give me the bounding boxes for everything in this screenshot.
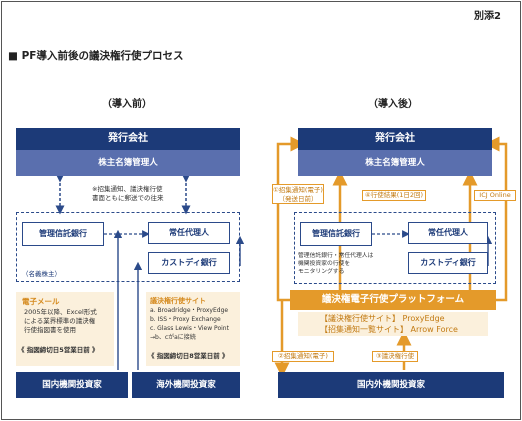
after-tag-result: ④行使結果(1日2回) xyxy=(362,190,426,201)
after-investor: 国内外機関投資家 xyxy=(278,372,504,398)
after-site-panel xyxy=(298,312,488,336)
before-site-line-1: a. Broadridge・ProxyEdge xyxy=(150,307,229,314)
before-custodian: カストディ銀行 xyxy=(148,252,230,274)
after-intermediary-group xyxy=(294,212,496,284)
before-site-line-2: b. ISS・Proxy Exchange xyxy=(150,316,221,323)
before-title: （導入前） xyxy=(102,99,152,110)
after-platform: 議決権電子行使プラットフォーム xyxy=(290,290,496,310)
before-site-panel xyxy=(146,292,240,366)
after-monitor-line-1: 管理信託銀行・常任代理人は xyxy=(298,253,374,259)
before-email-panel xyxy=(16,292,114,366)
after-site-line-1: 【議決権行使サイト】 ProxyEdge xyxy=(320,314,445,323)
before-registrar: 株主名簿管理人 xyxy=(16,150,240,176)
before-mail-note-2: 書面ともに郵送での往来 xyxy=(92,194,164,202)
before-trust-bank: 管理信託銀行 xyxy=(22,222,104,246)
before-site-title: 議決権行使サイト xyxy=(150,297,206,305)
after-orange-left-loop xyxy=(276,136,306,302)
before-issuer: 発行会社 xyxy=(16,128,240,150)
after-tag-notice-text: ①招集通知(電子) xyxy=(273,186,323,194)
after-orange-right-loop xyxy=(484,136,508,302)
after-tag-notice: ①招集通知(電子) （発送日前） xyxy=(272,184,324,204)
after-tag-notice-sub: （発送日前） xyxy=(278,195,318,203)
after-title: （導入後） xyxy=(368,99,418,110)
before-intermediary-group xyxy=(16,212,240,282)
after-trust-bank: 管理信託銀行 xyxy=(300,222,372,246)
after-standing-agent: 常任代理人 xyxy=(408,222,488,244)
page-title: ■ PF導入前後の議決権行使プロセス xyxy=(8,50,184,62)
after-site-line-2: 【招集通知一覧サイト】 Arrow Force xyxy=(320,325,458,334)
after-custodian: カストディ銀行 xyxy=(408,252,488,274)
before-site-line-4: →b、cがaに接続 xyxy=(150,334,196,341)
before-foreign-investor: 海外機関投資家 xyxy=(132,372,240,398)
before-site-deadline: 《 指図締切日8営業日前 》 xyxy=(148,352,229,360)
after-tag-notice2: ②招集通知(電子) xyxy=(272,351,334,362)
before-email-title: 電子メール xyxy=(22,297,60,306)
corner-label: 別添2 xyxy=(474,11,501,22)
after-monitor-line-3: モニタリングする xyxy=(298,269,345,275)
after-registrar: 株主名簿管理人 xyxy=(298,150,492,176)
after-tag-icj: ICJ Online xyxy=(474,190,516,201)
before-email-deadline: 《 指図締切日5営業日前 》 xyxy=(18,346,99,354)
after-issuer: 発行会社 xyxy=(298,128,492,150)
before-email-line-2: による業界標準の議決権 xyxy=(24,317,96,325)
after-monitor-line-2: 機関投資家の行使を xyxy=(298,261,351,267)
before-domestic-investor: 国内機関投資家 xyxy=(16,372,128,398)
before-email-line-1: 2005年以降、Excel形式 xyxy=(24,308,97,316)
before-mail-note-1: ※招集通知、議決権行使 xyxy=(92,185,163,193)
before-email-line-3: 行使指図書を使用 xyxy=(24,326,76,334)
before-standing-agent: 常任代理人 xyxy=(148,222,230,244)
before-site-line-3: c. Glass Lewis・View Point xyxy=(150,325,229,332)
after-tag-vote: ③議決権行使 xyxy=(372,351,418,362)
before-nominee-label: （名義株主） xyxy=(22,270,61,278)
